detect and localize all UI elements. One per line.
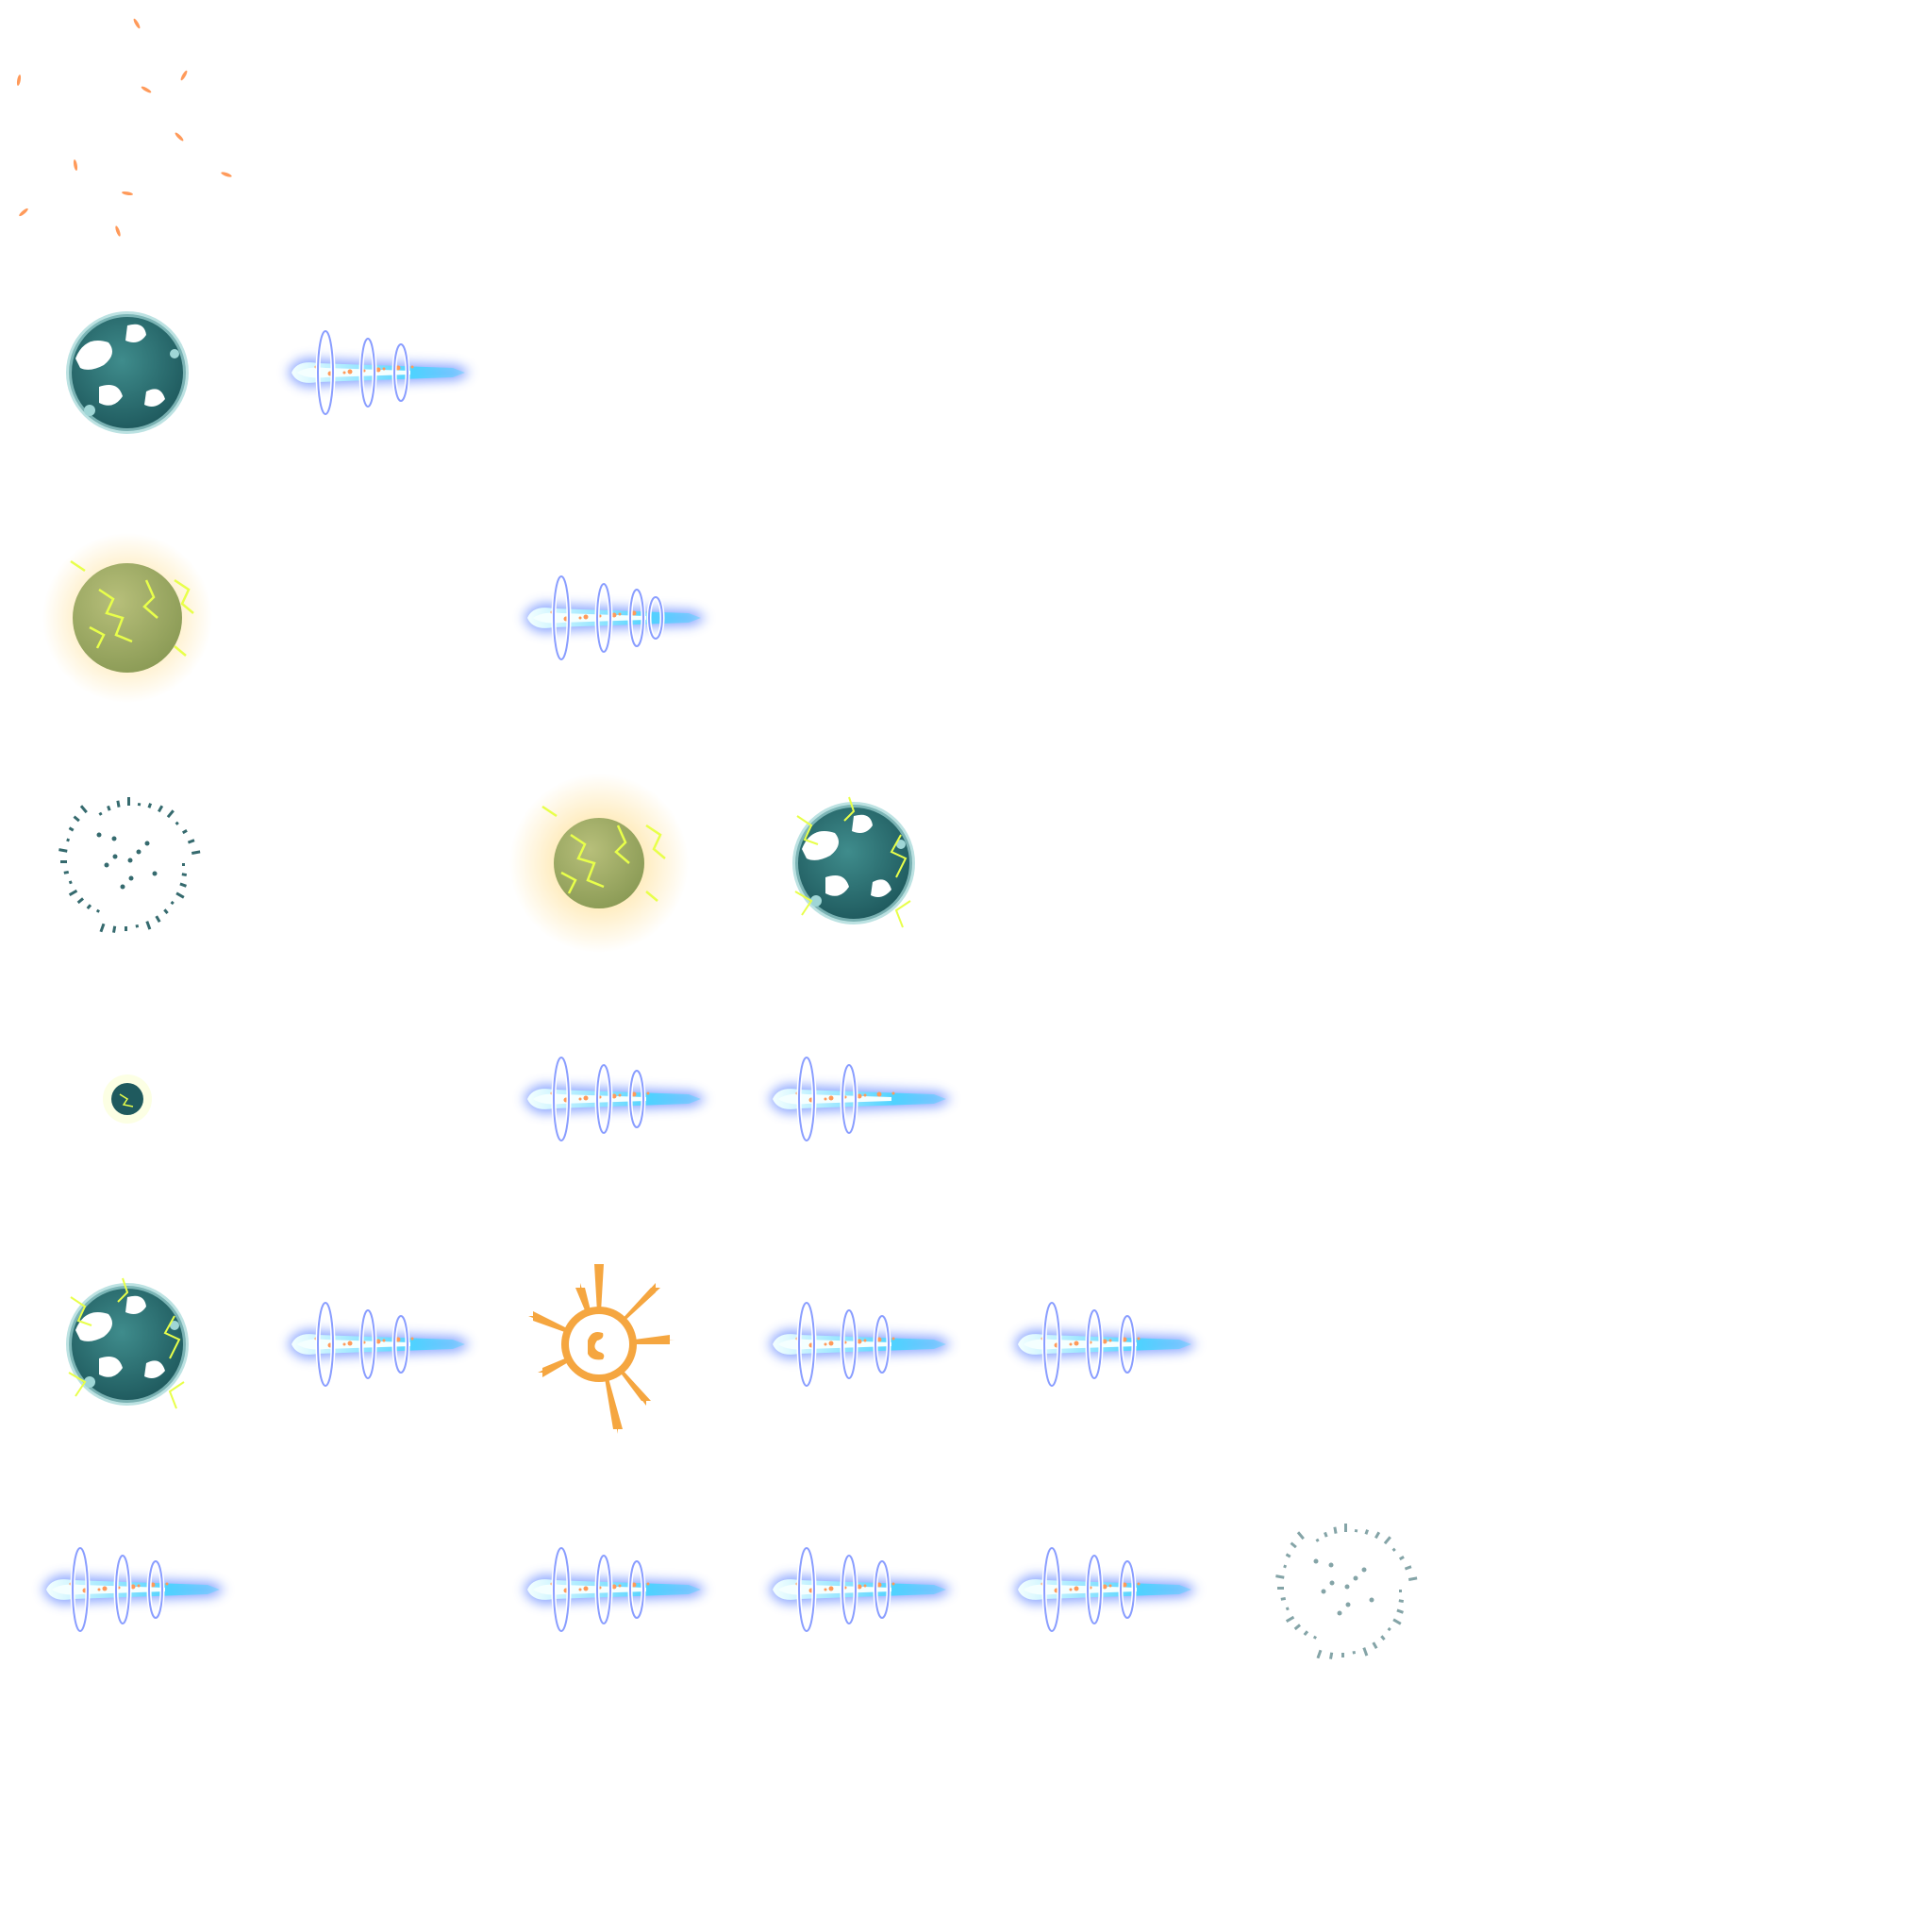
teal-dust-ring-icon	[19, 755, 236, 972]
yellow-lightning-orb-icon	[19, 509, 236, 726]
blue-energy-beam-icon	[491, 509, 708, 726]
blue-energy-beam-icon	[981, 1481, 1198, 1698]
orange-spark-particles-icon	[0, 0, 232, 237]
breaking-teal-orb-icon	[19, 264, 236, 481]
blue-energy-beam-icon	[981, 1236, 1198, 1453]
blue-energy-beam-icon	[491, 991, 708, 1208]
blue-energy-beam-icon	[736, 1481, 953, 1698]
blue-energy-beam-icon	[736, 1236, 953, 1453]
blue-energy-beam-icon	[736, 991, 953, 1208]
glowing-yellow-orb-icon	[491, 755, 708, 972]
blue-energy-beam-icon	[255, 264, 472, 481]
faint-teal-dust-icon	[1236, 1481, 1453, 1698]
breaking-lightning-orb-icon	[19, 1236, 236, 1453]
teal-lightning-orb-icon	[745, 755, 962, 972]
orange-burst-explosion-icon	[491, 1236, 708, 1453]
blue-energy-beam-icon	[491, 1481, 708, 1698]
blue-energy-beam-icon	[9, 1481, 226, 1698]
blue-energy-beam-icon	[255, 1236, 472, 1453]
tiny-teal-orb-icon	[19, 991, 236, 1208]
